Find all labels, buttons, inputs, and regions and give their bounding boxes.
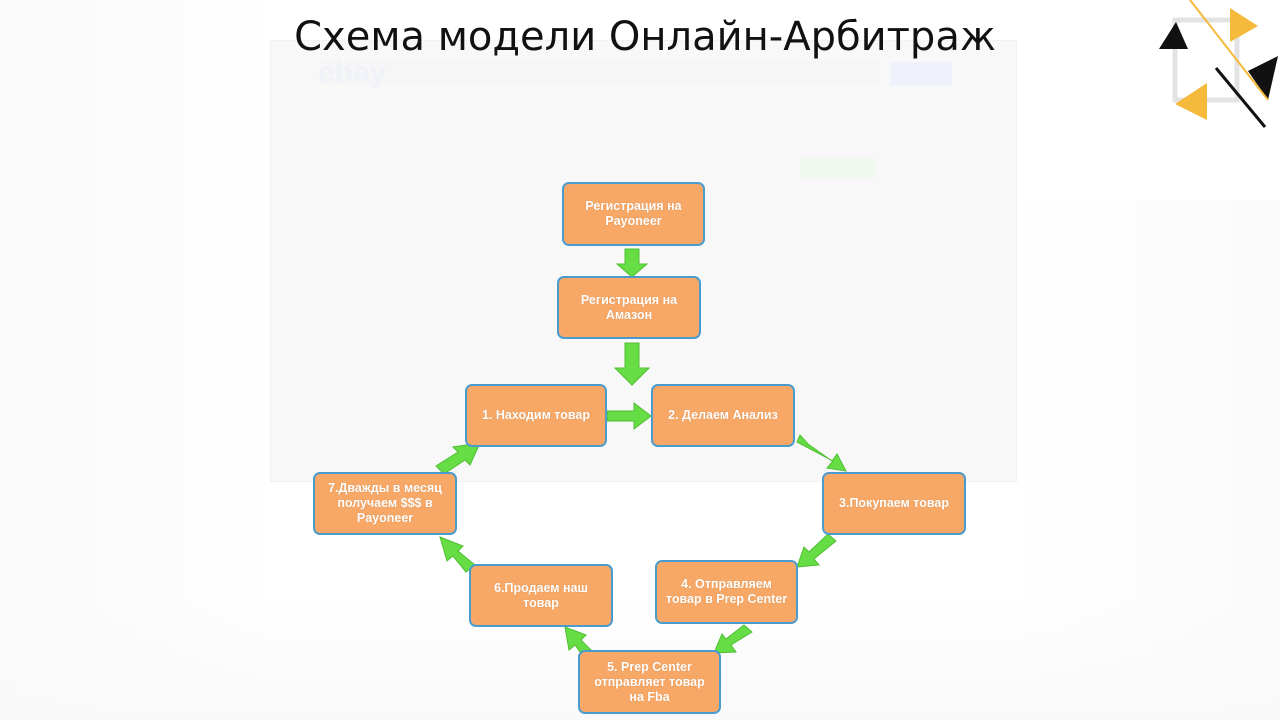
slide-title: Схема модели Онлайн-Арбитраж <box>294 14 996 60</box>
arrow-step4-to-step5 <box>713 624 753 654</box>
step-register-amazon: Регистрация на Амазон <box>557 276 701 339</box>
logo-diagonal-line-black <box>1214 67 1267 128</box>
background-brand-logo: ebay <box>318 56 387 89</box>
background-search-bar <box>320 62 880 84</box>
arrow-step7-to-step1 <box>435 442 481 475</box>
logo-black-triangle-right <box>1248 56 1278 100</box>
step-6-sell-product: 6.Продаем наш товар <box>469 564 613 627</box>
step-3-buy-product: 3.Покупаем товар <box>822 472 966 535</box>
arrow-step2-to-step3 <box>796 434 847 472</box>
step-4-label: 4. Отправляем товар в Prep Center <box>665 577 788 606</box>
step-2-analysis: 2. Делаем Анализ <box>651 384 795 447</box>
step-5-prep-center-ships-to-fba: 5. Prep Center отправляет товар на Fba <box>578 650 721 714</box>
logo-yellow-triangle-bottom <box>1175 83 1207 120</box>
logo-yellow-triangle-top <box>1230 8 1258 42</box>
step-register-payoneer: Регистрация на Payoneer <box>562 182 705 246</box>
step-register-amazon-label: Регистрация на Амазон <box>580 292 678 322</box>
step-register-payoneer-label: Регистрация на Payoneer <box>585 199 682 228</box>
arrow-payoneer-to-amazon <box>615 248 649 278</box>
arrow-step6-to-step7 <box>439 536 476 573</box>
background-search-button <box>890 62 952 86</box>
arrow-step3-to-step4 <box>796 533 837 568</box>
background-green-banner <box>800 158 876 178</box>
step-1-find-product: 1. Находим товар <box>465 384 607 447</box>
step-5-label: 5. Prep Center отправляет товар на Fba <box>594 659 705 704</box>
step-3-label: 3.Покупаем товар <box>839 496 949 510</box>
step-7-get-paid-payoneer: 7.Дважды в месяц получаем $$$ в Payoneer <box>313 472 457 535</box>
arrow-amazon-to-cycle <box>613 342 651 386</box>
logo-diagonal-line-yellow <box>1189 0 1269 101</box>
step-1-label: 1. Находим товар <box>481 408 591 422</box>
arrow-step1-to-step2 <box>606 401 652 431</box>
corner-triangles-logo <box>1159 0 1278 128</box>
step-7-label: 7.Дважды в месяц получаем $$$ в Payoneer <box>328 481 442 525</box>
step-2-label: 2. Делаем Анализ <box>668 408 778 422</box>
step-6-label: 6.Продаем наш товар <box>494 580 588 610</box>
logo-black-triangle-left <box>1159 22 1188 49</box>
background-monitor <box>270 40 1017 482</box>
step-4-send-to-prep-center: 4. Отправляем товар в Prep Center <box>655 560 798 624</box>
